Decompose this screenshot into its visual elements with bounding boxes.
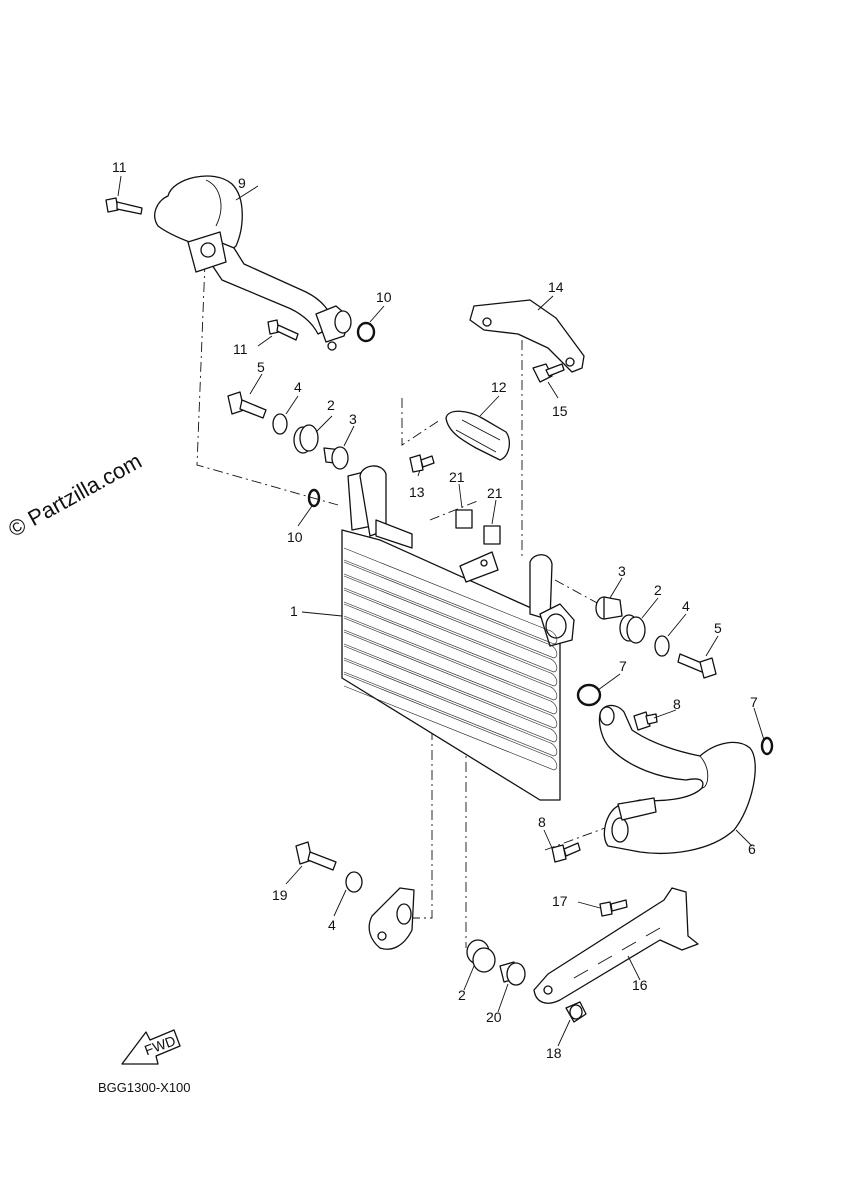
callout-10: 10 [376, 289, 392, 305]
bolt-5-left [227, 391, 267, 419]
o-ring-7-center [576, 683, 602, 707]
clamp-12 [445, 410, 511, 461]
cooler-fin [343, 603, 558, 701]
grommet-2-lower [466, 939, 496, 973]
callout-11: 11 [112, 159, 127, 175]
callout-19: 19 [272, 887, 288, 903]
callout-13: 13 [409, 484, 425, 500]
bolt-17 [599, 899, 628, 917]
oil-cooler-core [341, 465, 575, 801]
callout-7: 7 [750, 694, 758, 710]
washer-4-lower [345, 871, 363, 893]
bracket-16 [533, 887, 699, 1004]
cooler-fin [343, 645, 558, 743]
callout-9: 9 [238, 175, 246, 191]
callout-20: 20 [486, 1009, 502, 1025]
callout-18: 18 [546, 1045, 562, 1061]
cooler-fin [343, 673, 558, 771]
oil-pipe-lower [598, 704, 756, 854]
grommet-2-left [293, 424, 319, 454]
callout-5: 5 [714, 620, 722, 636]
clip-21-left [455, 509, 473, 529]
bolt-11-upper [105, 197, 143, 215]
callout-21: 21 [449, 469, 465, 485]
lower-mount-tab [368, 887, 415, 950]
callout-10: 10 [287, 529, 303, 545]
callout-21: 21 [487, 485, 503, 501]
cooler-fin [343, 575, 558, 673]
washer-4-left [272, 413, 288, 435]
nut-18 [565, 1001, 587, 1023]
callout-3: 3 [618, 563, 626, 579]
cooler-fin [343, 617, 558, 715]
bolt-5-right [677, 653, 717, 679]
callout-8: 8 [538, 814, 546, 830]
callout-4: 4 [682, 598, 690, 614]
oil-pipe-upper [154, 175, 352, 351]
callout-2: 2 [327, 397, 335, 413]
callout-14: 14 [548, 279, 564, 295]
callout-5: 5 [257, 359, 265, 375]
cooler-fin [343, 659, 558, 757]
o-ring-10-lower [307, 488, 321, 508]
cooler-fin [343, 547, 558, 645]
callout-17: 17 [552, 893, 568, 909]
diagram-code: BGG1300-X100 [98, 1080, 191, 1095]
callout-4: 4 [328, 917, 336, 933]
callout-6: 6 [748, 841, 756, 857]
callout-12: 12 [491, 379, 507, 395]
bolt-11-lower [267, 319, 299, 341]
callout-4: 4 [294, 379, 302, 395]
callout-labels: 1 2 2 2 3 3 4 4 4 5 5 6 7 7 8 8 9 10 10 … [112, 159, 758, 1061]
leader-lines [117, 175, 765, 1047]
grommet-2-right [619, 614, 646, 644]
callout-2: 2 [654, 582, 662, 598]
collar-3-left [323, 446, 349, 470]
collar-20 [499, 961, 526, 986]
callout-11: 11 [233, 341, 248, 357]
collar-3-right [595, 596, 623, 620]
callout-1: 1 [290, 603, 298, 619]
callout-8: 8 [673, 696, 681, 712]
bolt-8-lower [551, 842, 581, 863]
cooler-fin [343, 561, 558, 659]
cooler-fin [343, 589, 558, 687]
cooler-fin [343, 631, 558, 729]
bolt-13 [409, 454, 435, 473]
bolt-19 [295, 841, 337, 871]
bracket-14 [469, 299, 585, 373]
clip-21-right [483, 525, 501, 545]
fwd-arrow: FWD [121, 1029, 181, 1065]
callout-3: 3 [349, 411, 357, 427]
bolt-8-upper [633, 711, 658, 731]
o-ring-10-upper [356, 321, 376, 343]
callout-16: 16 [632, 977, 648, 993]
washer-4-right [654, 635, 670, 657]
callout-2: 2 [458, 987, 466, 1003]
callout-7: 7 [619, 658, 627, 674]
bolt-15 [532, 363, 565, 383]
o-ring-7-right [760, 736, 774, 756]
callout-15: 15 [552, 403, 568, 419]
